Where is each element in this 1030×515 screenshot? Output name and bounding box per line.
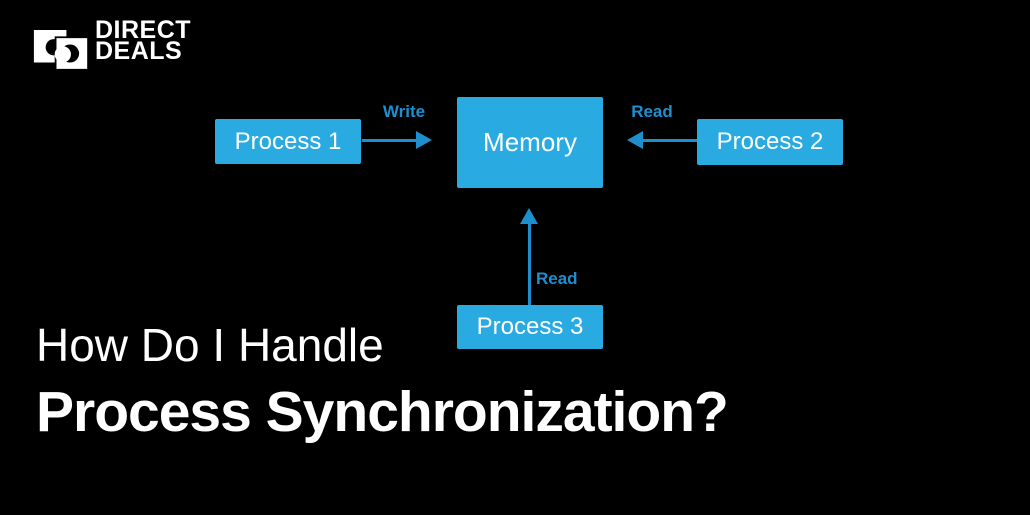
title-line-2: Process Synchronization? — [36, 380, 729, 445]
title-line-1: How Do I Handle — [36, 319, 384, 371]
memory-box: Memory — [457, 97, 603, 188]
read-arrow-p3-head-icon — [520, 208, 538, 224]
read-arrow-p3-shaft — [528, 223, 531, 305]
write-arrow-label: Write — [382, 102, 426, 121]
direct-deals-logo-icon — [33, 30, 89, 71]
read-arrow-p3-label: Read — [536, 269, 578, 288]
read-arrow-p2-label: Read — [631, 102, 673, 121]
page-title: How Do I Handle Process Synchronization? — [36, 318, 729, 445]
process-1-box: Process 1 — [215, 119, 361, 164]
read-arrow-p2-head-icon — [627, 131, 643, 149]
process-3-box: Process 3 — [457, 305, 603, 349]
logo-overlap-circle — [54, 46, 71, 63]
logo-text-line2: DEALS — [95, 37, 183, 65]
logo-wordmark: DIRECT DEALS — [95, 16, 192, 65]
read-arrow-p2-shaft — [642, 139, 697, 142]
logo-text-line1: DIRECT — [95, 16, 192, 44]
write-arrow-shaft — [362, 139, 417, 142]
direct-deals-logo: DIRECT DEALS — [33, 16, 192, 72]
process-2-box: Process 2 — [697, 119, 843, 165]
write-arrow-head-icon — [416, 131, 432, 149]
